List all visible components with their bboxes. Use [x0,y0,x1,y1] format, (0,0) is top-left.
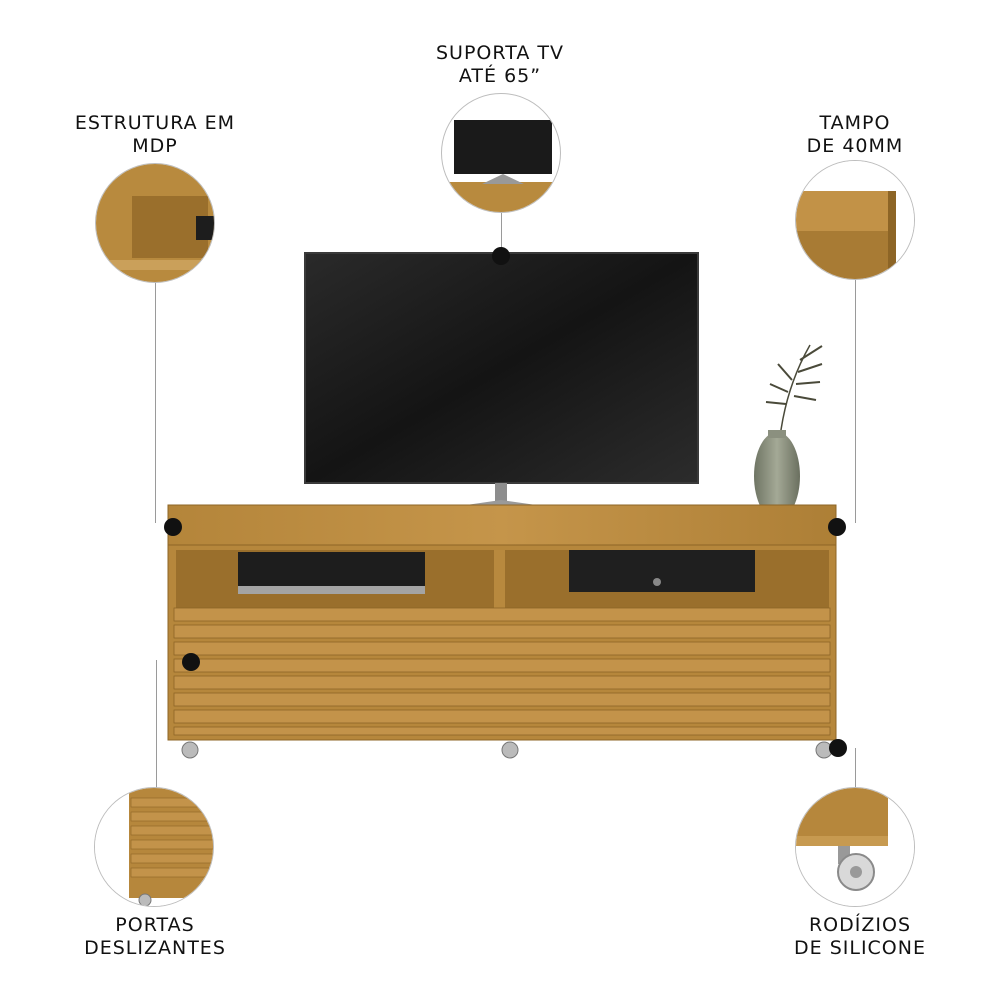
label-estrutura-line2: MDP [132,135,178,157]
callout-dot-tampo [828,518,846,536]
label-suporta-tv-line2: ATÉ 65” [458,65,542,87]
callout-dot-tv [492,247,510,265]
label-suporta-tv: SUPORTA TV ATÉ 65” [400,42,600,88]
sliding-door-slats [173,607,831,736]
label-rodizios-line1: RODÍZIOS [808,914,912,936]
decorative-vase [754,344,823,520]
connector-top-center [501,212,502,257]
detail-circle-tv [441,93,561,213]
connector-bottom-right [855,748,856,788]
label-suporta-tv-line1: SUPORTA TV [436,42,564,64]
label-tampo-line1: TAMPO [819,112,891,134]
connector-top-left [155,278,156,523]
connector-bottom-left [156,660,157,788]
tv-rack [167,504,837,759]
television [304,252,699,525]
label-portas-line1: PORTAS [115,914,195,936]
label-estrutura-line1: ESTRUTURA EM [74,112,236,134]
callout-dot-structure [164,518,182,536]
label-estrutura-mdp: ESTRUTURA EM MDP [60,112,250,158]
label-rodizios: RODÍZIOS DE SILICONE [765,914,955,960]
label-rodizios-line2: DE SILICONE [794,937,926,959]
detail-circle-structure [95,163,215,283]
detail-circle-tampo [795,160,915,280]
callout-dot-wheels [829,739,847,757]
detail-circle-wheels [795,787,915,907]
label-portas-deslizantes: PORTAS DESLIZANTES [60,914,250,960]
callout-dot-doors [182,653,200,671]
label-tampo: TAMPO DE 40MM [770,112,940,158]
connector-top-right [855,278,856,523]
label-portas-line2: DESLIZANTES [84,937,226,959]
detail-circle-doors [94,787,214,907]
label-tampo-line2: DE 40MM [806,135,904,157]
